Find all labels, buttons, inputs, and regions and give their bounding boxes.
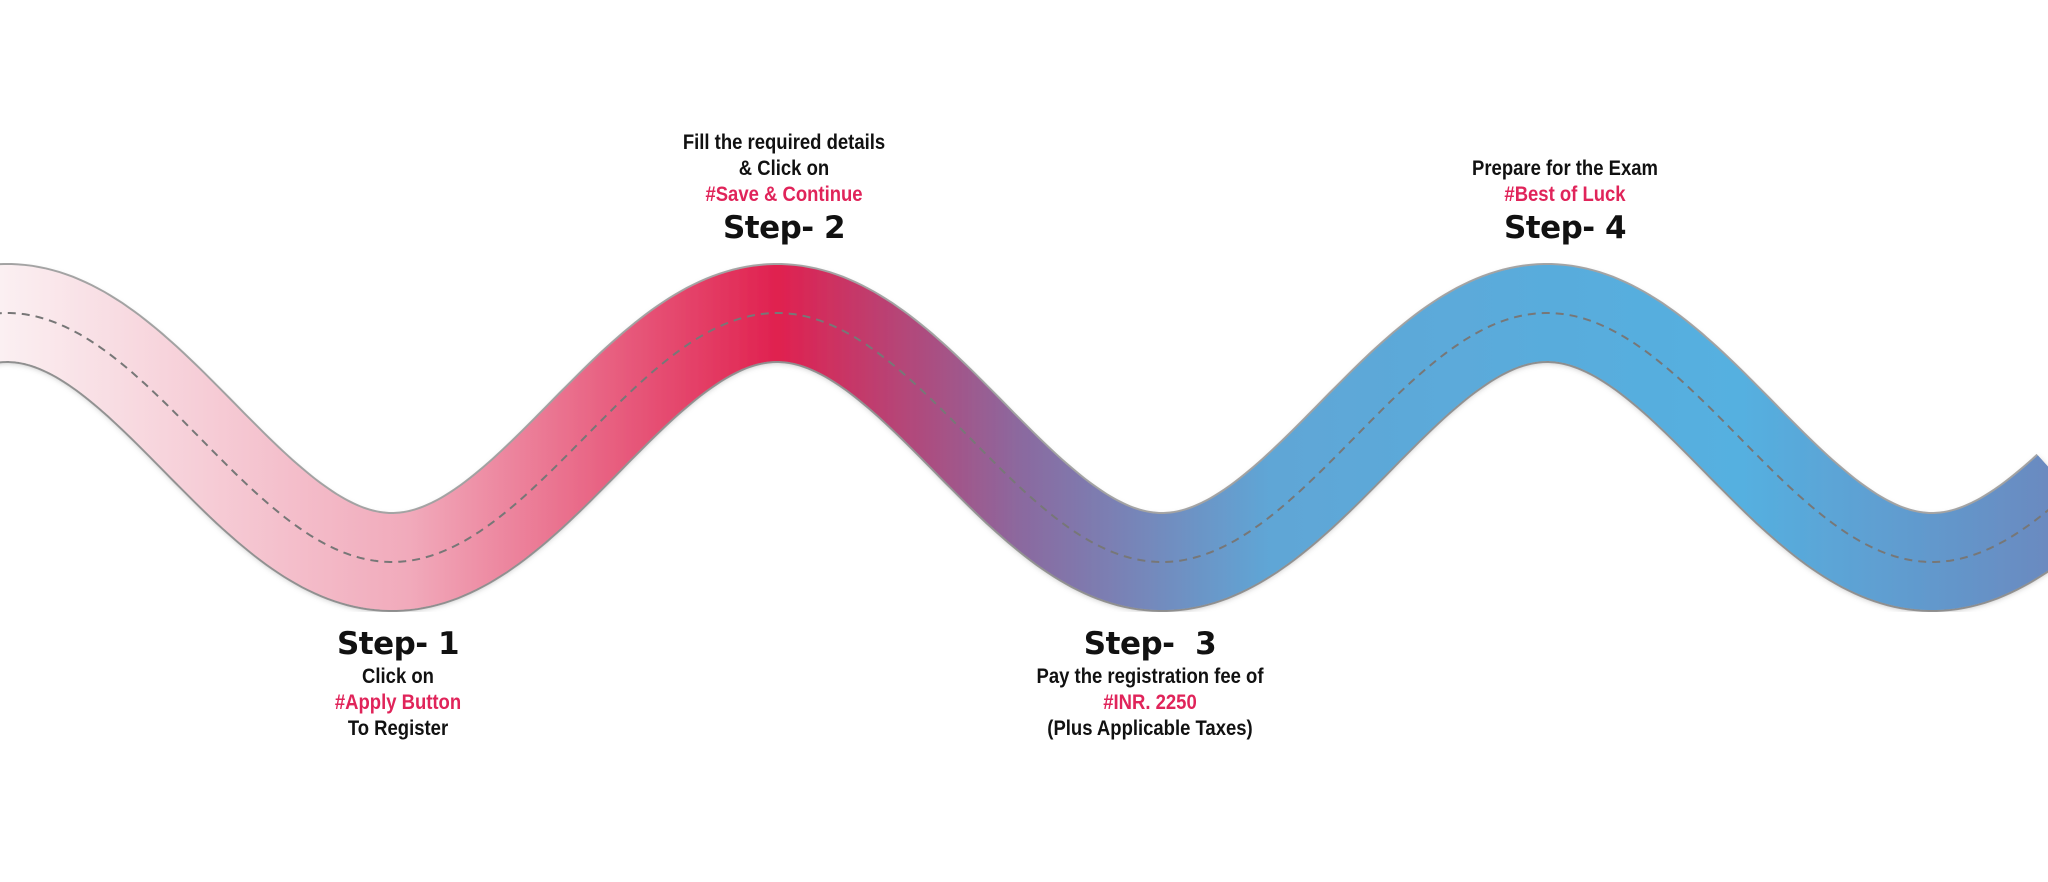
- step-3-text-after: (Plus Applicable Taxes): [1047, 717, 1253, 740]
- road-dashed-centerline: [0, 312, 2048, 563]
- step-4-text: Prepare for the Exam: [1472, 157, 1658, 180]
- step-4: Prepare for the Exam #Best of Luck Step-…: [1459, 156, 1670, 248]
- step-1-text: Click on: [362, 665, 434, 688]
- step-3-title: Step- 3: [1083, 626, 1217, 662]
- step-1-text-after: To Register: [347, 717, 449, 740]
- step-3-highlight: #INR. 2250: [1103, 691, 1197, 714]
- step-2-text-2: & Click on: [738, 157, 830, 180]
- step-2-highlight: #Save & Continue: [705, 183, 863, 206]
- step-1-title: Step- 1: [336, 626, 460, 662]
- step-4-highlight: #Best of Luck: [1504, 183, 1626, 206]
- step-3: Step- 3 Pay the registration fee of #INR…: [1021, 624, 1279, 742]
- step-2: Fill the required details & Click on #Sa…: [669, 130, 899, 248]
- step-2-text-1: Fill the required details: [682, 131, 886, 154]
- step-2-title: Step- 2: [722, 210, 846, 246]
- step-1: Step- 1 Click on #Apply Button To Regist…: [326, 624, 469, 742]
- step-4-title: Step- 4: [1503, 210, 1627, 246]
- step-3-text: Pay the registration fee of: [1036, 665, 1264, 688]
- step-1-highlight: #Apply Button: [334, 691, 462, 714]
